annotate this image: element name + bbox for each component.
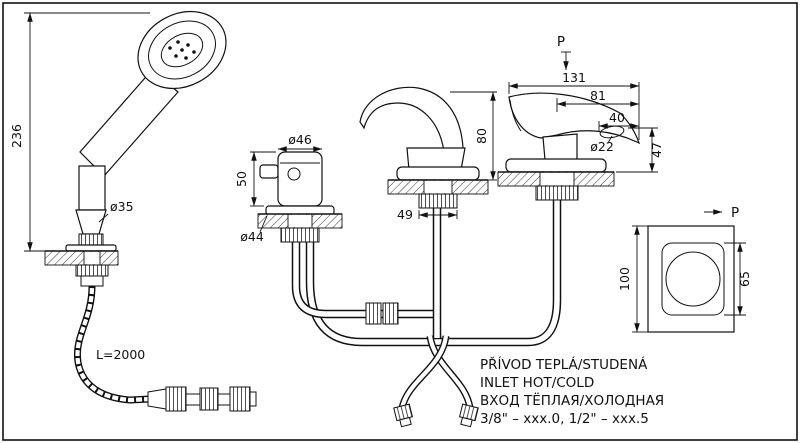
hose-end-nut — [229, 386, 251, 412]
dim-label-o46: ø46 — [288, 132, 312, 147]
mixer-flange — [396, 166, 480, 181]
shower-hose-fittings — [147, 386, 257, 412]
dim-label-o44: ø44 — [240, 229, 264, 244]
note-inlet-ru: ВХОД ТЁПЛАЯ/ХОЛОДНАЯ — [480, 391, 664, 409]
dim-head-dia: ø35 — [98, 199, 134, 223]
dim-label-236: 236 — [9, 124, 24, 148]
spout-mouth-edge — [509, 99, 522, 132]
pipe-coupling — [382, 302, 399, 325]
shower-base-flange — [65, 244, 117, 252]
hose-fitting-tip — [399, 416, 412, 428]
spout-column — [542, 133, 578, 161]
section-marker-p-side: P — [704, 205, 739, 221]
hose-fitting-tip — [460, 416, 473, 428]
spout-body — [508, 92, 641, 145]
hand-shower-assembly — [44, 10, 257, 412]
dim-label-hose-length: L=2000 — [96, 347, 145, 362]
inlet-hose-right-core — [427, 335, 473, 409]
shower-locknut — [75, 264, 109, 277]
p-label-top: P — [557, 34, 565, 50]
dim-label-40: 40 — [609, 110, 625, 125]
dim-spout-outlet-dia: ø22 — [590, 135, 614, 154]
dim-spout-outlet-width: 40 — [598, 110, 640, 131]
deck-shank-gap — [288, 215, 312, 227]
mixer-locknut — [418, 193, 458, 209]
deck-shank-gap — [424, 181, 452, 193]
dim-label-50: 50 — [234, 171, 249, 187]
section-marker-p-top: P — [557, 34, 571, 71]
dim-label-o35: ø35 — [110, 199, 134, 214]
plate-outline — [647, 225, 735, 333]
cascade-spout — [497, 92, 641, 201]
dim-label-100: 100 — [617, 267, 632, 291]
shower-handle-grip — [78, 165, 106, 211]
shower-head-rim — [148, 20, 216, 80]
hose-coupling-nut — [199, 387, 219, 411]
note-inlet-en: INLET HOT/COLD — [480, 375, 594, 391]
dim-label-131: 131 — [562, 70, 586, 85]
dim-spout-reach: 81 — [556, 88, 640, 112]
diverter-valve — [257, 151, 343, 243]
hose-pipe-segment — [217, 393, 231, 406]
diverter-body — [277, 151, 323, 207]
dim-diverter-dia: ø46 — [277, 132, 323, 152]
deck-section-hand-shower — [44, 250, 119, 266]
dim-label-49: 49 — [397, 207, 413, 222]
spout-flange — [505, 158, 607, 173]
plan-view-plate — [647, 225, 735, 333]
pipe-diverter-to-spout-core — [307, 198, 560, 345]
note-inlet-cz: PŘÍVOD TEPLÁ/STUDENÁ — [480, 356, 648, 373]
lever-mixer — [359, 86, 489, 209]
pipe-diverter-to-mixer-core — [293, 240, 440, 317]
deck-shank-gap — [84, 252, 100, 264]
dim-diverter-base-dia: ø44 — [240, 215, 268, 244]
dim-plate-size: 100 — [617, 225, 648, 333]
notes-block: PŘÍVOD TEPLÁ/STUDENÁ INLET HOT/COLD ВХОД… — [480, 356, 664, 427]
shower-hose-core — [75, 285, 151, 403]
inlet-hose-left-core — [399, 335, 449, 409]
plate-hole-circle — [665, 251, 721, 307]
dim-spout-height: 47 — [616, 127, 664, 173]
dim-plate-cutout: 65 — [724, 242, 752, 316]
plate-inner-cutout — [661, 242, 725, 316]
inlet-hose-left-fitting — [393, 403, 414, 428]
shower-spray-nozzles — [168, 40, 196, 60]
supply-pipes — [291, 198, 562, 428]
hose-cone-fitting — [147, 388, 167, 410]
inlet-hose-right-fitting — [458, 403, 479, 428]
dim-label-o22: ø22 — [590, 139, 614, 154]
dim-shower-height: 236 — [9, 12, 150, 252]
pipe-coupling — [365, 302, 382, 325]
dim-mixer-base: 49 — [397, 207, 458, 222]
dim-spout-total: 131 — [508, 70, 640, 140]
hose-end-tip — [249, 391, 257, 407]
dim-diverter-height: 50 — [234, 151, 276, 207]
dimension-annotations: 236 ø35 L=2000 ø46 50 ø44 — [9, 12, 752, 362]
dim-label-47: 47 — [649, 142, 664, 158]
hose-coupling-nut — [165, 386, 187, 412]
shower-base-nut — [78, 233, 104, 246]
dim-label-81: 81 — [590, 88, 606, 103]
note-thread-sizes: 3/8" – xxx.0, 1/2" – xxx.5 — [480, 411, 649, 427]
dim-label-80: 80 — [474, 128, 489, 144]
diverter-side-stub — [259, 164, 279, 179]
diverter-button — [287, 167, 301, 181]
deck-shank-gap — [540, 173, 574, 185]
spout-locknut — [535, 185, 579, 201]
p-label-side: P — [731, 205, 739, 221]
shower-spray-plate — [160, 32, 204, 68]
hose-collar — [80, 275, 104, 287]
dim-label-65: 65 — [737, 271, 752, 287]
diverter-locknut — [280, 227, 320, 243]
dim-mixer-height: 80 — [450, 91, 497, 181]
hose-pipe-segment — [185, 393, 201, 406]
